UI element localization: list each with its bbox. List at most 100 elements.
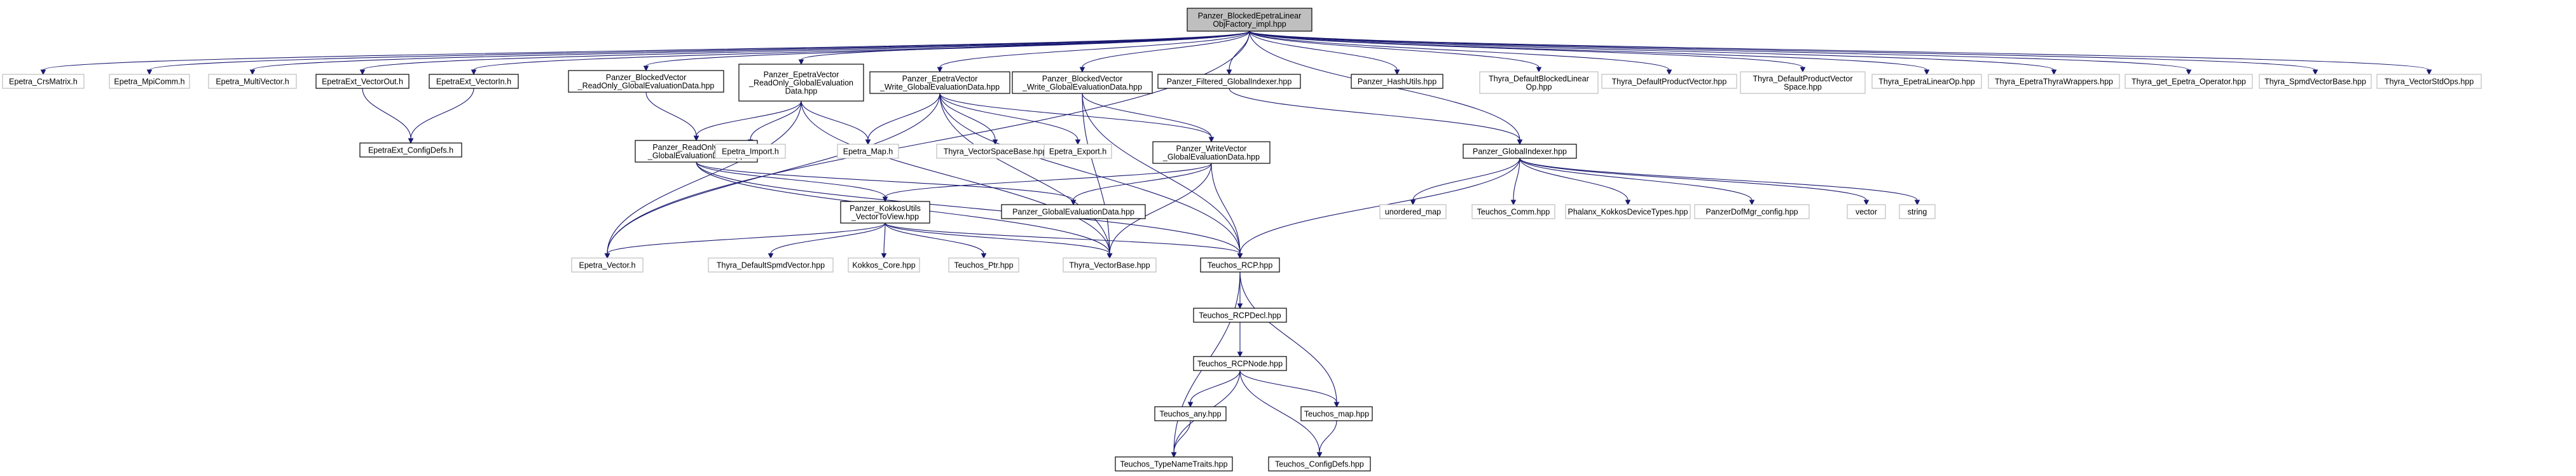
edge-line bbox=[1249, 31, 2055, 71]
node-box bbox=[1899, 204, 1936, 219]
node-eimport[interactable]: Epetra_Import.h bbox=[715, 144, 786, 159]
edge-kokkos-to-trcp bbox=[885, 222, 1243, 259]
edge-root-to-hash bbox=[1249, 31, 1400, 76]
node-ttnt[interactable]: Teuchos_TypeNameTraits.hpp bbox=[1115, 456, 1233, 472]
node-tetw[interactable]: Thyra_EpetraThyraWrappers.hpp bbox=[1988, 74, 2120, 89]
node-tvsb[interactable]: Thyra_VectorSpaceBase.hpp bbox=[936, 144, 1054, 159]
edge-arrowhead bbox=[604, 253, 610, 259]
edge-arrowhead bbox=[2426, 69, 2432, 76]
node-box bbox=[1157, 74, 1301, 89]
edge-bvw-to-wvec bbox=[1082, 93, 1215, 143]
node-label: Op.hpp bbox=[1526, 83, 1552, 92]
edge-line bbox=[1319, 420, 1337, 453]
edge-line bbox=[939, 93, 1212, 138]
edge-arrowhead bbox=[1079, 67, 1085, 73]
edge-line bbox=[1211, 163, 1241, 254]
node-tdpv[interactable]: Thyra_DefaultProductVector.hpp bbox=[1601, 74, 1737, 89]
node-trcp[interactable]: Teuchos_RCP.hpp bbox=[1200, 257, 1280, 273]
node-vecin[interactable]: EpetraExt_VectorIn.h bbox=[429, 74, 519, 89]
edge-line bbox=[885, 163, 1212, 198]
node-telo[interactable]: Thyra_EpetraLinearOp.hpp bbox=[1871, 74, 1982, 89]
node-umap[interactable]: unordered_map bbox=[1379, 204, 1447, 219]
edge-arrowhead bbox=[1394, 69, 1400, 76]
edge-arrowhead bbox=[146, 69, 153, 76]
edge-evw-to-wvec bbox=[939, 93, 1215, 143]
edge-line bbox=[939, 31, 1250, 68]
edge-gidx-to-tcomm bbox=[1510, 158, 1520, 206]
edge-line bbox=[696, 100, 802, 137]
node-emap[interactable]: Epetra_Map.h bbox=[837, 144, 899, 159]
node-hash[interactable]: Panzer_HashUtils.hpp bbox=[1351, 74, 1443, 89]
node-mpicomm[interactable]: Epetra_MpiComm.h bbox=[109, 74, 190, 89]
node-box bbox=[1193, 308, 1287, 323]
edge-root-to-multivec bbox=[249, 31, 1250, 76]
node-pdofcfg[interactable]: PanzerDofMgr_config.hpp bbox=[1694, 204, 1810, 219]
edge-line bbox=[1519, 158, 1629, 201]
node-ged[interactable]: Panzer_GlobalEvaluationData.hpp bbox=[1001, 204, 1146, 219]
node-phx[interactable]: Phalanx_KokkosDeviceTypes.hpp bbox=[1565, 204, 1691, 219]
edge-line bbox=[1082, 31, 1250, 68]
edge-root-to-tdblo bbox=[1249, 31, 1542, 73]
node-evw[interactable]: Panzer_EpetraVector_Write_GlobalEvaluati… bbox=[869, 71, 1010, 94]
node-label: Panzer_GlobalEvaluationData.hpp bbox=[1012, 208, 1134, 217]
node-kcore[interactable]: Kokkos_Core.hpp bbox=[848, 257, 920, 273]
node-eexport[interactable]: Epetra_Export.h bbox=[1043, 144, 1112, 159]
node-cfgdefs[interactable]: EpetraExt_ConfigDefs.h bbox=[359, 142, 462, 158]
node-tcfg[interactable]: Teuchos_ConfigDefs.hpp bbox=[1268, 456, 1371, 472]
node-kokkos[interactable]: Panzer_KokkosUtils_VectorToView.hpp bbox=[840, 201, 930, 224]
node-evro[interactable]: Panzer_EpetraVector_ReadOnly_GlobalEvalu… bbox=[738, 64, 864, 102]
node-box bbox=[1351, 74, 1443, 89]
node-label: Teuchos_Comm.hpp bbox=[1477, 208, 1550, 217]
edge-arrowhead bbox=[249, 69, 256, 76]
edge-line bbox=[607, 222, 886, 254]
node-box bbox=[1565, 204, 1691, 219]
node-tany[interactable]: Teuchos_any.hpp bbox=[1154, 406, 1227, 421]
edge-arrowhead bbox=[1106, 253, 1113, 259]
edge-arrowhead bbox=[1749, 200, 1755, 206]
node-root[interactable]: Panzer_BlockedEpetraLinearObjFactory_imp… bbox=[1187, 8, 1312, 32]
node-box bbox=[837, 144, 899, 159]
edge-arrowhead bbox=[882, 196, 888, 203]
node-bvro[interactable]: Panzer_BlockedVector_ReadOnly_GlobalEval… bbox=[568, 70, 724, 93]
edge-kokkos-to-tvb bbox=[885, 222, 1113, 259]
node-vecout[interactable]: EpetraExt_VectorOut.h bbox=[315, 74, 410, 89]
node-label: Panzer_BlockedEpetraLinear bbox=[1198, 11, 1302, 20]
node-bvw[interactable]: Panzer_BlockedVector_Write_GlobalEvaluat… bbox=[1012, 71, 1153, 94]
node-label: Teuchos_RCPDecl.hpp bbox=[1199, 311, 1281, 320]
node-tptr[interactable]: Teuchos_Ptr.hpp bbox=[948, 257, 1019, 273]
node-tsvb[interactable]: Thyra_SpmdVectorBase.hpp bbox=[2259, 74, 2372, 89]
node-tmap[interactable]: Teuchos_map.hpp bbox=[1300, 406, 1373, 421]
node-filt[interactable]: Panzer_Filtered_GlobalIndexer.hpp bbox=[1157, 74, 1301, 89]
edge-evro-to-evec bbox=[604, 100, 802, 259]
node-tgeo[interactable]: Thyra_get_Epetra_Operator.hpp bbox=[2125, 74, 2253, 89]
node-multivec[interactable]: Epetra_MultiVector.h bbox=[208, 74, 297, 89]
node-string[interactable]: string bbox=[1899, 204, 1936, 219]
edge-arrowhead bbox=[1237, 351, 1243, 358]
node-tcomm[interactable]: Teuchos_Comm.hpp bbox=[1471, 204, 1555, 219]
node-box bbox=[1300, 406, 1373, 421]
node-tvso[interactable]: Thyra_VectorStdOps.hpp bbox=[2376, 74, 2482, 89]
edge-line bbox=[1519, 158, 1918, 201]
edge-arrowhead bbox=[1187, 402, 1194, 408]
edge-filt-to-gidx bbox=[1229, 88, 1523, 146]
node-label: Epetra_Import.h bbox=[722, 147, 779, 156]
node-tdsv[interactable]: Thyra_DefaultSpmdVector.hpp bbox=[708, 257, 834, 273]
node-box bbox=[1063, 257, 1157, 273]
node-label: Epetra_MultiVector.h bbox=[216, 78, 289, 86]
node-trcpnode[interactable]: Teuchos_RCPNode.hpp bbox=[1193, 356, 1287, 371]
node-tvb[interactable]: Thyra_VectorBase.hpp bbox=[1063, 257, 1157, 273]
node-label: Teuchos_RCPNode.hpp bbox=[1197, 360, 1283, 369]
node-crs[interactable]: Epetra_CrsMatrix.h bbox=[2, 74, 85, 89]
node-vector[interactable]: vector bbox=[1847, 204, 1886, 219]
edge-line bbox=[607, 93, 940, 254]
node-evec[interactable]: Epetra_Vector.h bbox=[571, 257, 644, 273]
node-label: Panzer_KokkosUtils bbox=[850, 204, 921, 213]
node-trcpdecl[interactable]: Teuchos_RCPDecl.hpp bbox=[1193, 308, 1287, 323]
edge-arrowhead bbox=[1410, 200, 1416, 206]
node-gidx[interactable]: Panzer_GlobalIndexer.hpp bbox=[1463, 144, 1577, 159]
node-label: Thyra_EpetraThyraWrappers.hpp bbox=[1995, 78, 2113, 86]
node-label: Data.hpp bbox=[785, 87, 818, 96]
node-wvec[interactable]: Panzer_WriteVector_GlobalEvaluationData.… bbox=[1152, 141, 1271, 164]
